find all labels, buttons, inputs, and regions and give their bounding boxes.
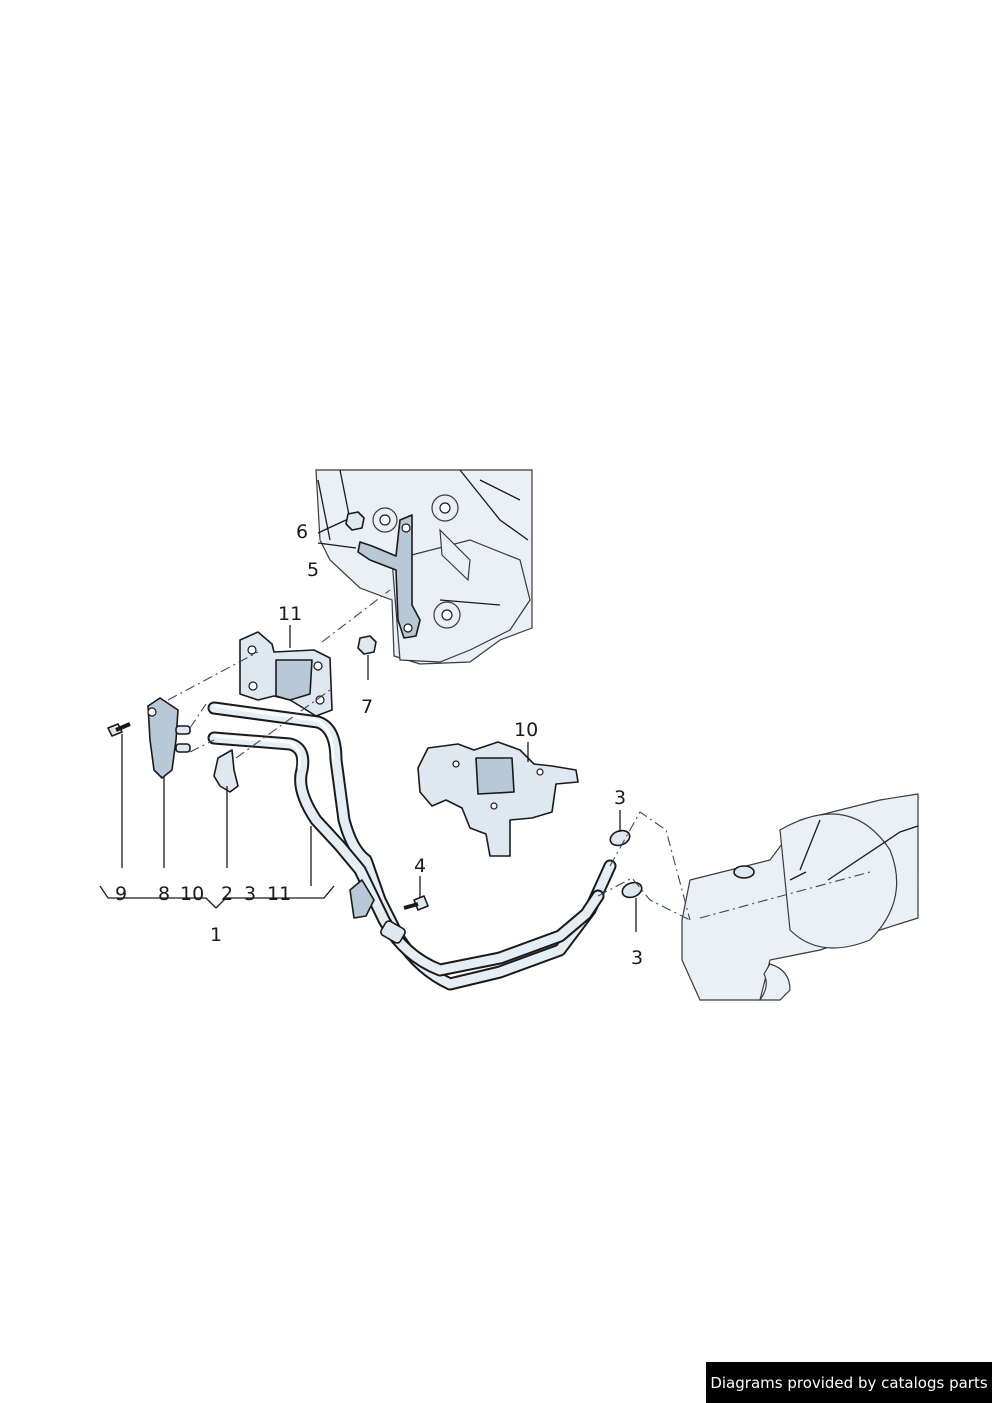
footer-credit-banner: Diagrams provided by catalogs parts <box>706 1362 992 1403</box>
bolt-part-4 <box>403 895 429 911</box>
legend-item: 3 <box>244 883 256 905</box>
legend-item: 8 <box>158 883 170 905</box>
callout-labels: 6 5 11 7 10 3 4 3 1 <box>210 521 643 969</box>
legend-item: 11 <box>267 883 291 905</box>
legend-item: 2 <box>221 883 233 905</box>
callout-3-lower: 3 <box>631 947 643 969</box>
bracket-part-5 <box>357 514 421 639</box>
bracket-plate-part-10 <box>417 741 579 857</box>
assembly-lines <box>167 589 871 921</box>
callout-10: 10 <box>514 719 538 741</box>
pressure-line-pipes <box>207 701 617 991</box>
callout-4: 4 <box>414 855 426 877</box>
particulate-filter-assembly <box>681 793 919 1001</box>
hose-clamp-part-3-lower <box>621 881 643 899</box>
leader-lines <box>99 519 637 932</box>
nut-part-6 <box>345 511 365 531</box>
callout-11: 11 <box>278 603 302 625</box>
legend-item: 10 <box>180 883 204 905</box>
bolt-part-9 <box>107 722 131 737</box>
callout-6: 6 <box>296 521 308 543</box>
callout-7: 7 <box>361 696 373 718</box>
callout-1: 1 <box>210 924 222 946</box>
callout-5: 5 <box>307 559 319 581</box>
legend-item: 9 <box>115 883 127 905</box>
footer-credit-text: Diagrams provided by catalogs parts <box>710 1373 988 1392</box>
clamp-part-2 <box>213 749 239 793</box>
pressure-sensor-part-8 <box>147 697 191 779</box>
nut-part-7 <box>357 635 377 655</box>
vehicle-body-structure <box>315 469 533 665</box>
group-legend-row: 9 8 10 2 3 11 <box>115 883 291 905</box>
callout-3-upper: 3 <box>614 787 626 809</box>
heat-shield-part-11 <box>239 631 333 717</box>
